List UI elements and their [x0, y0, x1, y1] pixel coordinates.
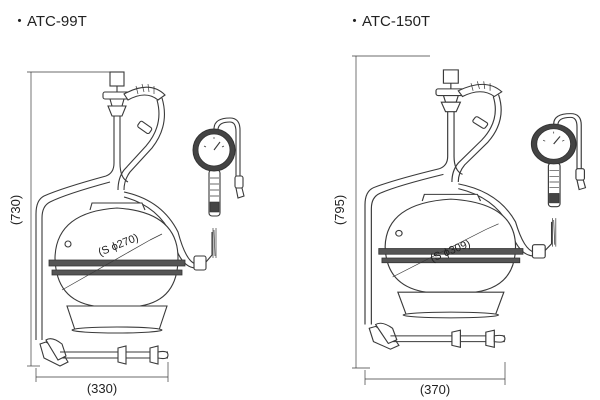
width-dimension-label: (330) — [87, 381, 117, 396]
height-dimension-label: (730) — [8, 195, 23, 225]
width-dimension-line — [364, 362, 506, 385]
model-atc-99t: ・ATC-99T (730) (330) (S ϕ270) — [8, 13, 245, 396]
width-dimension-label: (370) — [420, 382, 450, 397]
height-dimension-line — [352, 55, 430, 369]
model-atc-150t: ・ATC-150T (795) (370) (S ϕ309) — [332, 13, 587, 397]
model-title: ・ATC-99T — [12, 13, 87, 30]
height-dimension-line — [27, 71, 110, 367]
model-title: ・ATC-150T — [347, 13, 430, 30]
width-dimension-line — [35, 362, 169, 382]
product-drawing — [364, 69, 587, 350]
product-drawing — [35, 71, 245, 367]
height-dimension-label: (795) — [332, 195, 347, 225]
